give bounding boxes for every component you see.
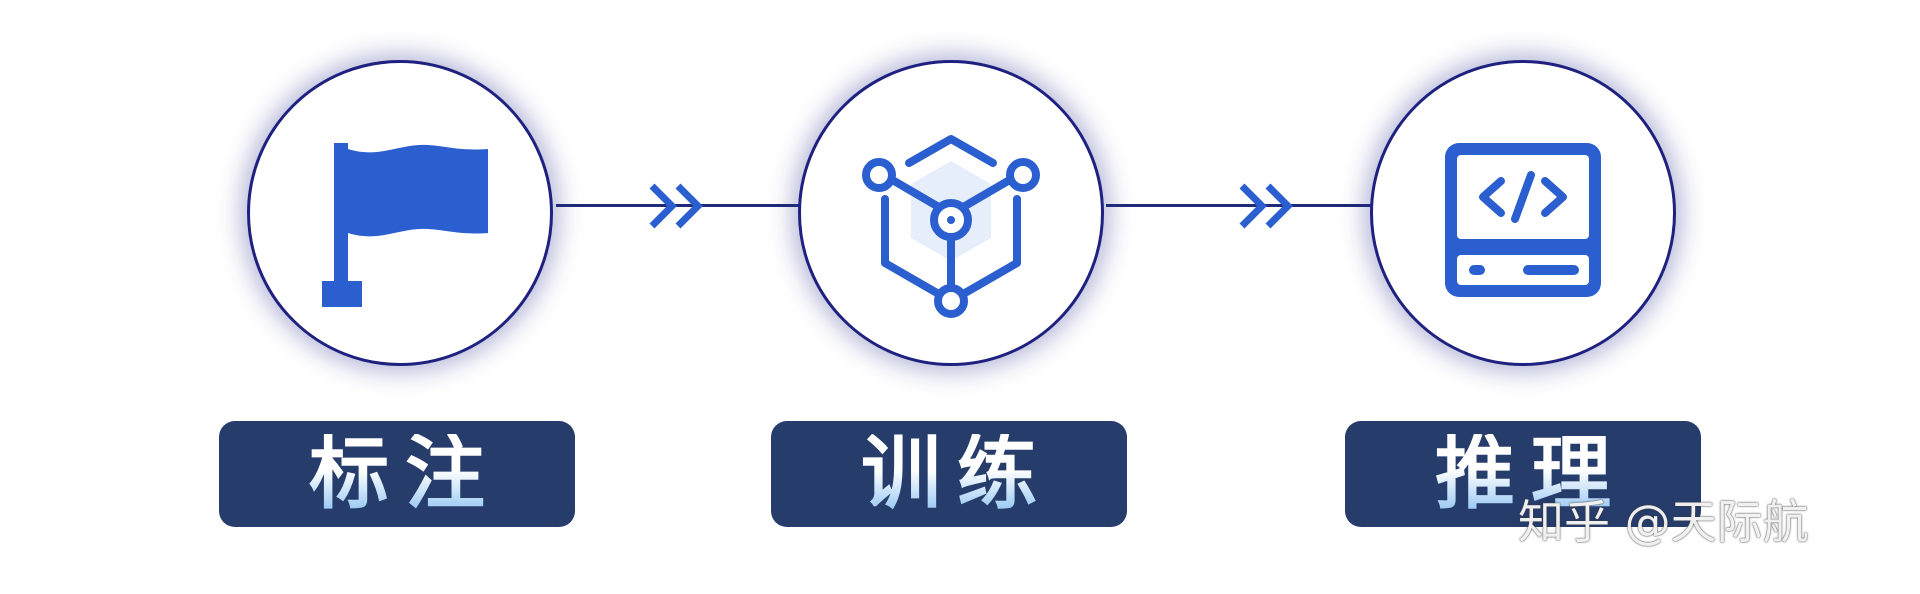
- step-label-train: 训练: [771, 421, 1127, 527]
- step-circle-train: [798, 60, 1104, 366]
- step-circle-annotate: [247, 60, 553, 366]
- double-chevron-right-icon: [1239, 183, 1293, 229]
- flag-icon: [322, 143, 488, 307]
- step-label-infer: 推理: [1345, 421, 1701, 527]
- connector-line-2: [1106, 204, 1372, 207]
- step-label-text: 标注: [293, 434, 501, 514]
- code-device-icon: [1445, 143, 1601, 297]
- network-cube-icon: [862, 135, 1040, 318]
- step-label-text: 训练: [845, 434, 1053, 514]
- connector-line-1: [556, 204, 800, 207]
- step-circle-infer: [1370, 60, 1676, 366]
- watermark: 知乎 @天际航: [1518, 495, 1809, 549]
- step-label-text: 推理: [1419, 434, 1627, 514]
- double-chevron-right-icon: [649, 183, 703, 229]
- step-label-annotate: 标注: [219, 421, 575, 527]
